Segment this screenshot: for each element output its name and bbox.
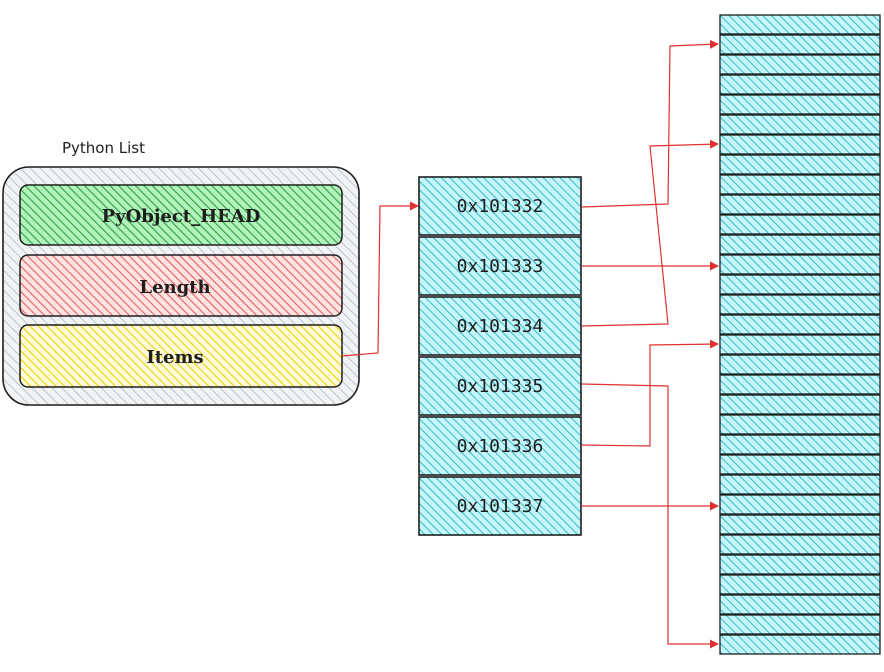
memory-cell (719, 274, 881, 295)
diagram-title: Python List (62, 139, 145, 157)
address-label: 0x101335 (457, 376, 544, 397)
memory-cell (719, 194, 881, 215)
address-pointer-arrows (581, 39, 719, 649)
memory-cell (719, 614, 881, 635)
memory-cell (719, 594, 881, 615)
address-label: 0x101334 (457, 316, 544, 337)
memory-cell (719, 154, 881, 175)
memory-cell (719, 634, 881, 655)
memory-cell (719, 34, 881, 55)
address-cell: 0x101334 (418, 296, 582, 356)
field-length: Length (19, 254, 343, 317)
field-label: Items (146, 347, 203, 368)
address-cell: 0x101333 (418, 236, 582, 296)
items-pointer-arrow (341, 201, 419, 357)
memory-cell (719, 534, 881, 555)
pointer-arrow (581, 339, 719, 447)
memory-cell (719, 254, 881, 275)
address-label: 0x101337 (457, 496, 544, 517)
address-label: 0x101333 (457, 256, 544, 277)
memory-cell (719, 574, 881, 595)
field-label: Length (139, 277, 210, 298)
address-label: 0x101332 (457, 196, 544, 217)
memory-cell (719, 494, 881, 515)
memory-cell (719, 454, 881, 475)
memory-cell (719, 114, 881, 135)
memory-cell (719, 474, 881, 495)
field-items: Items (19, 324, 343, 388)
memory-cell (719, 314, 881, 335)
field-box (19, 254, 343, 317)
pointer-arrow (581, 139, 719, 327)
address-cell: 0x101336 (418, 416, 582, 476)
memory-cell (719, 234, 881, 255)
address-label: 0x101336 (457, 436, 544, 457)
memory-cell (719, 334, 881, 355)
memory-cell (719, 434, 881, 455)
memory-cell (719, 394, 881, 415)
pointer-arrow (581, 39, 719, 208)
field-box (19, 184, 343, 246)
memory-cell (719, 74, 881, 95)
memory-cell (719, 554, 881, 575)
memory-cell (719, 354, 881, 375)
memory-cell (719, 214, 881, 235)
memory-block-column (719, 14, 881, 655)
memory-cell (719, 414, 881, 435)
address-cell: 0x101332 (418, 176, 582, 236)
memory-cell (719, 14, 881, 35)
memory-cell (719, 174, 881, 195)
memory-cell (719, 514, 881, 535)
memory-cell (719, 294, 881, 315)
memory-cell (719, 54, 881, 75)
memory-cell (719, 374, 881, 395)
pointer-arrow (581, 383, 719, 649)
memory-cell (719, 134, 881, 155)
address-cell: 0x101337 (418, 476, 582, 536)
memory-cell (719, 94, 881, 115)
field-label: PyObject_HEAD (102, 206, 261, 227)
address-array: 0x101332 0x101333 0x101334 0x101335 0x10… (418, 176, 582, 536)
field-pyobject-head: PyObject_HEAD (19, 184, 343, 246)
address-cell: 0x101335 (418, 356, 582, 416)
